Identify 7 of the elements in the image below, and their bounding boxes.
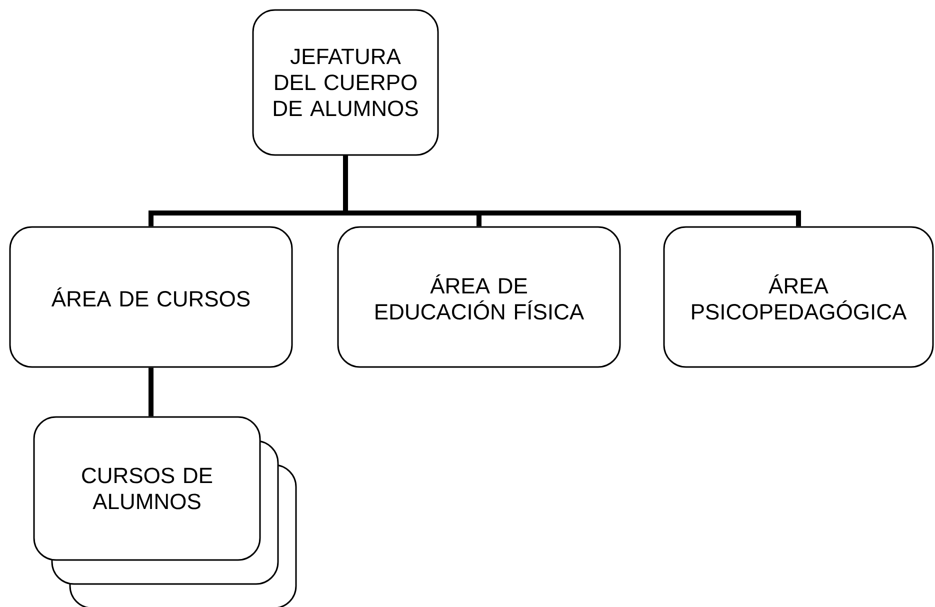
connector-line <box>343 156 801 226</box>
connector-line <box>148 368 154 416</box>
unit-box: ÁREA DE EDUCACIÓN FÍSICA <box>337 226 621 368</box>
stacked-box: CURSOS DE ALUMNOS <box>33 416 297 607</box>
unit-box: ÁREA DE CURSOS <box>9 226 293 368</box>
unit-box: ÁREA PSICOPEDAGÓGICA <box>663 226 934 368</box>
unit-box: JEFATURA DEL CUERPO DE ALUMNOS <box>252 9 439 156</box>
